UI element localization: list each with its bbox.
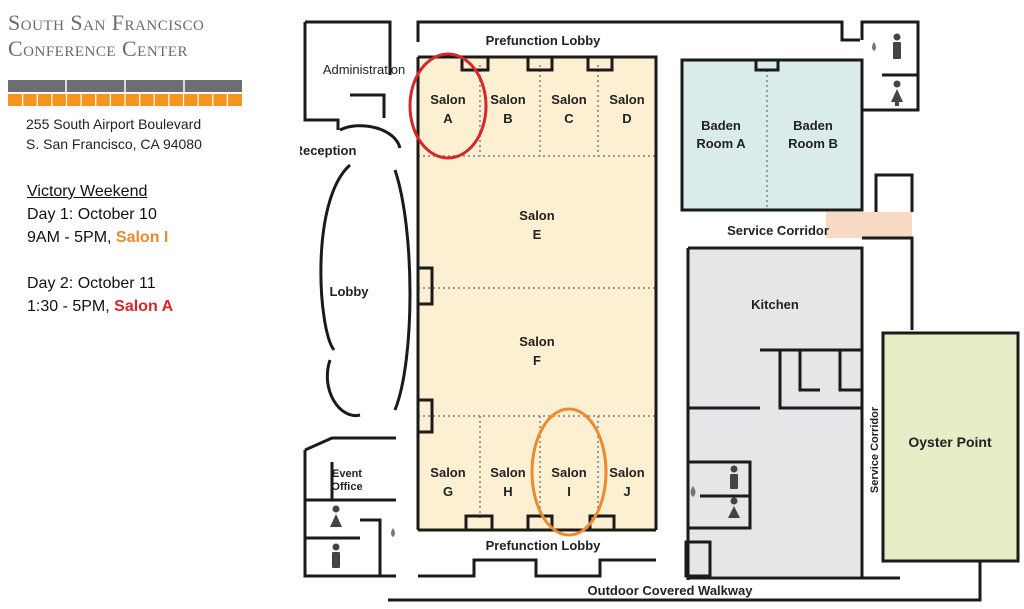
- salon-d-word: Salon: [609, 92, 644, 107]
- day1-details: 9AM - 5PM, Salon I: [27, 226, 173, 249]
- salon-b-word: Salon: [490, 92, 525, 107]
- venue-name-line2: Conference Center: [8, 36, 189, 61]
- salon-a-word: Salon: [430, 92, 465, 107]
- salon-h-letter: H: [503, 484, 512, 499]
- day2-details: 1:30 - 5PM, Salon A: [27, 295, 173, 318]
- day2-time: 1:30 - 5PM,: [27, 298, 115, 315]
- salon-b-letter: B: [503, 111, 512, 126]
- drinking-fountain-icon: [872, 42, 876, 51]
- salon-g-letter: G: [443, 484, 453, 499]
- floor-plan-map: Prefunction Lobby Prefunction Lobby Admi…: [300, 20, 1020, 602]
- baden-b-room: Room B: [788, 136, 838, 151]
- salon-c-word: Salon: [551, 92, 586, 107]
- venue-name-line1: South San Francisco: [8, 10, 205, 35]
- salon-a-highlight: [408, 52, 488, 160]
- day2-room: Salon A: [114, 298, 174, 315]
- salon-a-letter: A: [443, 111, 453, 126]
- address-line2: S. San Francisco, CA 94080: [26, 136, 202, 152]
- kitchen-area: [688, 248, 862, 576]
- venue-header: South San Francisco Conference Center: [8, 10, 248, 62]
- salon-f-word: Salon: [519, 334, 554, 349]
- prefunction-lobby-bottom-label: Prefunction Lobby: [486, 538, 602, 553]
- male-restroom-icon: [332, 543, 340, 568]
- event-title: Victory Weekend: [27, 183, 148, 200]
- brand-stripe-orange: [8, 94, 242, 106]
- salon-j-letter: J: [623, 484, 630, 499]
- venue-address: 255 South Airport Boulevard S. San Franc…: [26, 114, 202, 154]
- salon-j-word: Salon: [609, 465, 644, 480]
- salon-area: [418, 57, 656, 529]
- salon-e-letter: E: [533, 227, 542, 242]
- female-restroom-icon: [891, 80, 903, 106]
- administration-label: Administration: [323, 62, 405, 77]
- salon-e-word: Salon: [519, 208, 554, 223]
- male-restroom-icon: [893, 33, 901, 59]
- drinking-fountain-icon: [391, 528, 395, 537]
- salon-g-word: Salon: [430, 465, 465, 480]
- baden-b-word: Baden: [793, 118, 833, 133]
- service-corridor-vertical-label: Service Corridor: [869, 406, 881, 493]
- reception-label: Reception: [300, 143, 356, 158]
- salon-labels: Salon A Salon B Salon C Salon D Salon E …: [430, 92, 644, 499]
- male-restroom-icon: [730, 465, 738, 489]
- salon-h-word: Salon: [490, 465, 525, 480]
- day1-date: Day 1: October 10: [27, 206, 157, 223]
- lobby-label: Lobby: [330, 284, 370, 299]
- day1-room: Salon I: [115, 229, 169, 246]
- service-corridor-horizontal-label: Service Corridor: [727, 223, 829, 238]
- salon-d-letter: D: [622, 111, 631, 126]
- oyster-point-label: Oyster Point: [908, 434, 992, 450]
- salon-i-highlight: [530, 407, 608, 537]
- female-restroom-icon: [330, 505, 342, 527]
- event-office-label-2: Office: [331, 481, 362, 493]
- salon-i-letter: I: [567, 484, 571, 499]
- outdoor-walkway-label: Outdoor Covered Walkway: [588, 583, 754, 598]
- drinking-fountain-icon: [690, 486, 696, 497]
- event-office-label-1: Event: [332, 468, 362, 480]
- oyster-point-area: [883, 333, 1018, 561]
- address-line1: 255 South Airport Boulevard: [26, 116, 202, 132]
- baden-a-word: Baden: [701, 118, 741, 133]
- day1-time: 9AM - 5PM,: [27, 229, 116, 246]
- baden-room-area: [682, 60, 862, 210]
- kitchen-label: Kitchen: [751, 297, 799, 312]
- salon-c-letter: C: [564, 111, 574, 126]
- prefunction-lobby-top-label: Prefunction Lobby: [486, 33, 602, 48]
- event-schedule: Victory Weekend Day 1: October 10 9AM - …: [27, 180, 173, 318]
- female-restroom-icon: [728, 497, 740, 518]
- service-corridor-area: [826, 212, 912, 238]
- day2-date: Day 2: October 11: [27, 275, 156, 292]
- salon-f-letter: F: [533, 353, 541, 368]
- baden-a-room: Room A: [696, 136, 746, 151]
- walls: [303, 20, 1020, 602]
- brand-stripe-gray: [8, 80, 242, 92]
- salon-i-word: Salon: [551, 465, 586, 480]
